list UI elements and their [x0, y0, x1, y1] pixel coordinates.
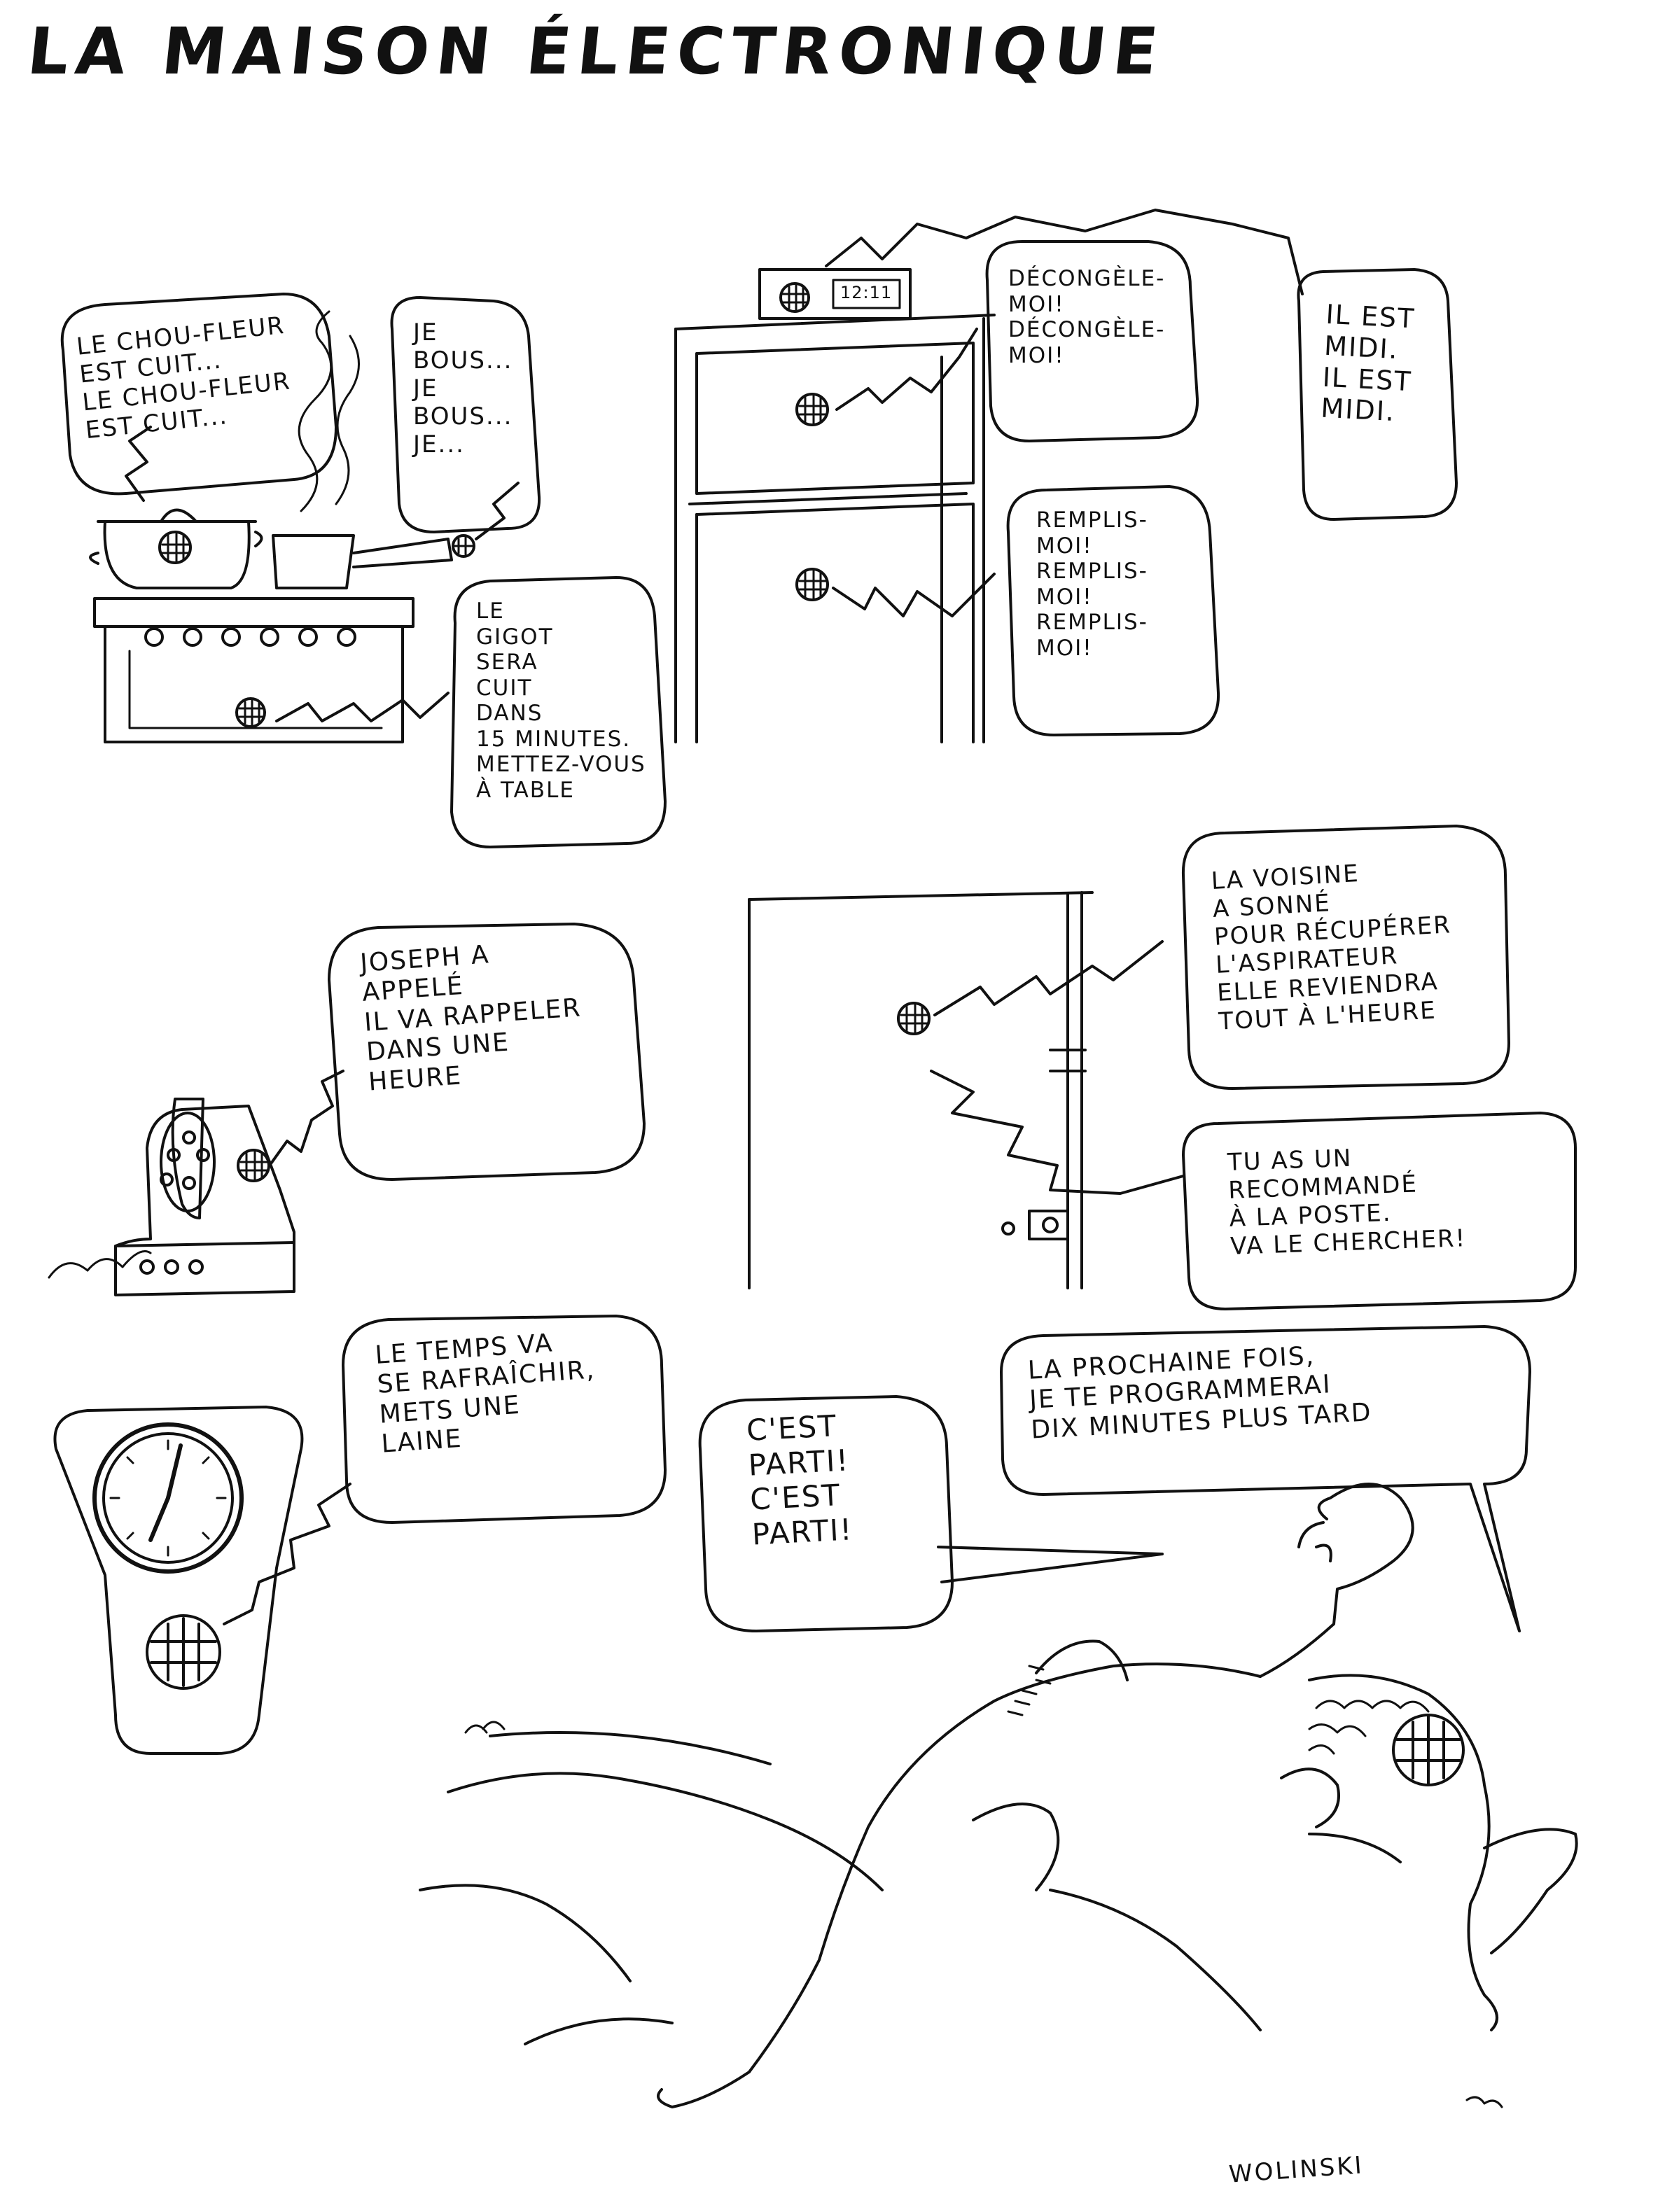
speech-bubble-outline	[342, 1315, 667, 1524]
bubble-text-temps: LE TEMPS VA SE RAFRAÎCHIR, METS UNE LAIN…	[374, 1329, 597, 1460]
door-drawing	[748, 891, 1094, 1289]
bubble-text-chou-fleur: LE CHOU-FLEUR EST CUIT... LE CHOU-FLEUR …	[75, 311, 293, 445]
speaker-icon	[795, 568, 829, 601]
bubble-text-cest-parti: C'EST PARTI! C'EST PARTI!	[745, 1408, 854, 1552]
bubble-text-joseph: JOSEPH A APPELÉ IL VA RAPPELER DANS UNE …	[358, 940, 583, 1097]
speaker-icon	[237, 1149, 270, 1182]
bubble-text-prochaine-fois: LA PROCHAINE FOIS, JE TE PROGRAMMERAI DI…	[1027, 1341, 1373, 1445]
speech-bubble-outline	[698, 1395, 954, 1632]
bubble-text-gigot: LE GIGOT SERA CUIT DANS 15 MINUTES. METT…	[476, 598, 646, 804]
bubble-text-recommande: TU AS UN RECOMMANDÉ À LA POSTE. VA LE CH…	[1227, 1144, 1467, 1261]
speaker-icon	[1392, 1714, 1465, 1786]
bubble-text-il-est-midi: IL EST MIDI. IL EST MIDI.	[1320, 298, 1416, 428]
speech-bubble-outline	[328, 923, 646, 1181]
speech-bubble-outline	[450, 576, 667, 848]
speech-bubble-outline	[1181, 825, 1510, 1090]
speaker-icon	[897, 1002, 931, 1035]
speech-bubble-outline	[1182, 1112, 1577, 1310]
speech-bubble-outline	[985, 240, 1199, 442]
speaker-icon	[146, 1614, 221, 1690]
bubble-text-remplis: REMPLIS- MOI! REMPLIS- MOI! REMPLIS- MOI…	[1036, 507, 1148, 661]
bubble-text-je-bous: JE BOUS... JE BOUS... JE...	[413, 318, 513, 459]
stove-drawing	[89, 310, 520, 743]
speaker-icon	[779, 282, 810, 313]
speaker-icon	[158, 531, 192, 564]
clock-drawing	[53, 1406, 304, 1755]
lovers-in-bed-drawing	[419, 1483, 1578, 2108]
bubble-text-voisine: LA VOISINE A SONNÉ POUR RÉCUPÉRER L'ASPI…	[1210, 859, 1452, 1036]
speech-bubble-outline	[1006, 485, 1220, 736]
speech-bubble-outline	[60, 293, 337, 496]
fridge-display-text: 12:11	[840, 283, 893, 302]
fridge-drawing	[674, 268, 996, 743]
speaker-icon	[452, 534, 475, 558]
telephone-drawing	[48, 1098, 295, 1296]
speech-bubble-outline	[1297, 268, 1458, 521]
speaker-icon	[235, 697, 266, 728]
speech-bubble-outline	[1000, 1325, 1531, 1632]
bubble-text-decongele: DÉCONGÈLE- MOI! DÉCONGÈLE- MOI!	[1008, 266, 1166, 368]
speech-bubble-outline	[390, 296, 541, 533]
speaker-icon	[795, 393, 829, 426]
